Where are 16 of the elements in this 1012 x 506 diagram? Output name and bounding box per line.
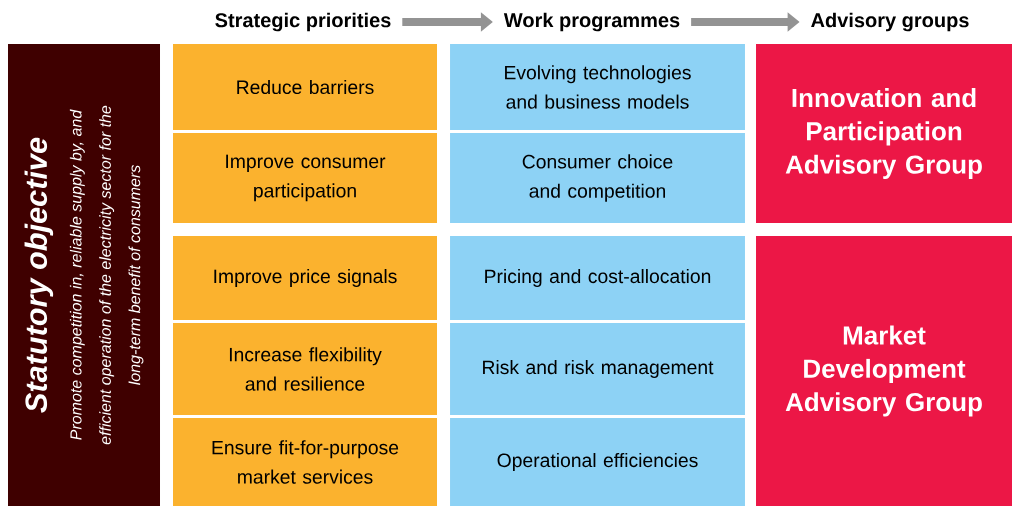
- programme-box: Operational efficiencies: [450, 418, 745, 506]
- column-heading: Work programmes: [503, 12, 680, 32]
- programme-box: Pricing and cost-allocation: [450, 236, 745, 320]
- programme-box: Evolving technologies and business models: [450, 44, 745, 130]
- priority-box: Increase flexibility and resilience: [173, 323, 437, 415]
- advisory-group-box: Innovation and Participation Advisory Group: [756, 44, 1012, 223]
- priority-box: Reduce barriers: [173, 44, 437, 130]
- programme-box: Consumer choice and competition: [450, 133, 745, 223]
- priority-box: Improve consumer participation: [173, 133, 437, 223]
- column-heading: Strategic priorities: [215, 12, 391, 32]
- objective-box: Statutory objective Promote competition in, reliable supply by, and efficient operation of the electricity sector for the long-term benefit of consumers: [8, 44, 160, 506]
- programme-box: Risk and risk management: [450, 323, 745, 415]
- priority-box: Improve price signals: [173, 236, 437, 320]
- priority-box: Ensure fit-for-purpose market services: [173, 418, 437, 506]
- advisory-group-box: Market Development Advisory Group: [756, 236, 1012, 506]
- column-heading: Advisory groups: [811, 12, 969, 32]
